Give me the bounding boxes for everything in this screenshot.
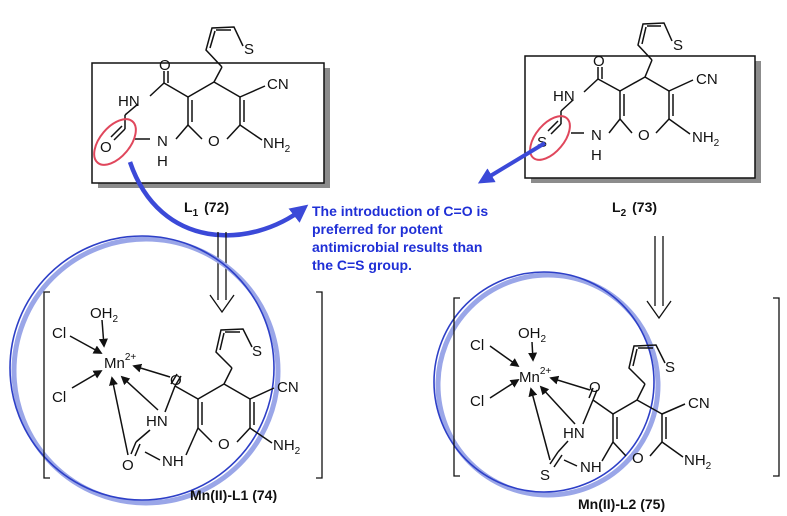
l1-nh2: NH2 [263, 135, 291, 155]
l1-hn: HN [118, 93, 140, 110]
l2-o-top: O [593, 53, 605, 70]
l1-cn: CN [267, 76, 289, 93]
complex2-cl-bottom: Cl [470, 393, 484, 410]
complex1-circle-shadow [11, 236, 281, 506]
complex1-oh2: OH2 [90, 305, 119, 325]
complex1-label: Mn(II)-L1 (74) [190, 487, 277, 503]
complex1-cn: CN [277, 379, 299, 396]
complex1-cl-top: Cl [52, 325, 66, 342]
complex1-hn: HN [146, 413, 168, 430]
annotation: The introduction of C=O is preferred for… [312, 203, 488, 273]
l2-thiophene-s: S [673, 37, 683, 54]
ligand-l1: S O [91, 26, 330, 219]
complex1-thiophene-s: S [252, 343, 262, 360]
l1-thiophene [205, 26, 244, 83]
complex1-o-upper: O [170, 372, 182, 389]
l1-nh-n: N [157, 133, 168, 150]
complex1-bonds [69, 319, 275, 461]
complex2-circle [433, 271, 655, 493]
complex1-nh: NH [162, 453, 184, 470]
complex1-mn: Mn2+ [104, 352, 136, 372]
comparison-arrows [127, 141, 547, 238]
complex-mn-l2: S C [433, 271, 780, 512]
reaction-arrow-right [646, 236, 672, 320]
complex2-s-thione: S [540, 467, 550, 484]
complex2-circle-shadow [435, 272, 661, 498]
l2-nh2: NH2 [692, 129, 720, 149]
complex2-label: Mn(II)-L2 (75) [578, 496, 665, 512]
arrow-right [477, 141, 547, 184]
annotation-line-1: The introduction of C=O is [312, 203, 488, 219]
l2-label: L2(73) [612, 199, 657, 219]
complex2-oh2: OH2 [518, 325, 547, 345]
complex2-mn: Mn2+ [519, 366, 551, 386]
curved-arrow-left [127, 161, 309, 238]
l2-ring-o: O [638, 127, 650, 144]
l2-hn: HN [553, 88, 575, 105]
l1-ring-o: O [208, 133, 220, 150]
complex-mn-l1: S C [9, 235, 323, 506]
l1-bonds [110, 71, 266, 141]
complex2-thiophene [628, 344, 666, 401]
annotation-line-2: preferred for potent [312, 221, 443, 237]
l2-bonds [547, 67, 694, 135]
l1-carbonyl-highlight [93, 118, 137, 166]
complex2-cn: CN [688, 395, 710, 412]
l2-nh-h: H [591, 147, 602, 164]
complex2-thiophene-s: S [665, 359, 675, 376]
l2-thione-highlight [529, 115, 571, 161]
complex1-ring-o: O [218, 436, 230, 453]
complex2-bonds [489, 341, 686, 468]
complex1-thiophene [215, 328, 253, 385]
complex2-hn: HN [563, 425, 585, 442]
complex1-circle [9, 235, 275, 501]
l1-label: L1(72) [184, 199, 229, 219]
complex1-brackets [43, 291, 323, 479]
annotation-line-4: the C=S group. [312, 257, 412, 273]
complex2-brackets [453, 297, 780, 477]
complex2-ring-o: O [632, 450, 644, 467]
l2-cn: CN [696, 71, 718, 88]
complex1-o-lower: O [122, 457, 134, 474]
complex2-nh2: NH2 [684, 452, 712, 472]
ligand-l2: S O HN S N H O CN [524, 22, 761, 219]
l2-nh-n: N [591, 127, 602, 144]
annotation-line-3: antimicrobial results than [312, 239, 482, 255]
complex2-o-upper: O [589, 379, 601, 396]
l1-o-bottom: O [100, 139, 112, 156]
complex2-nh: NH [580, 459, 602, 476]
l1-nh-h: H [157, 153, 168, 170]
complex2-cl-top: Cl [470, 337, 484, 354]
complex1-cl-bottom: Cl [52, 389, 66, 406]
l1-o-top: O [159, 57, 171, 74]
complex1-nh2: NH2 [273, 437, 301, 457]
l1-thiophene-s: S [244, 41, 254, 58]
l1-box [91, 62, 325, 184]
l2-thiophene [637, 22, 673, 78]
